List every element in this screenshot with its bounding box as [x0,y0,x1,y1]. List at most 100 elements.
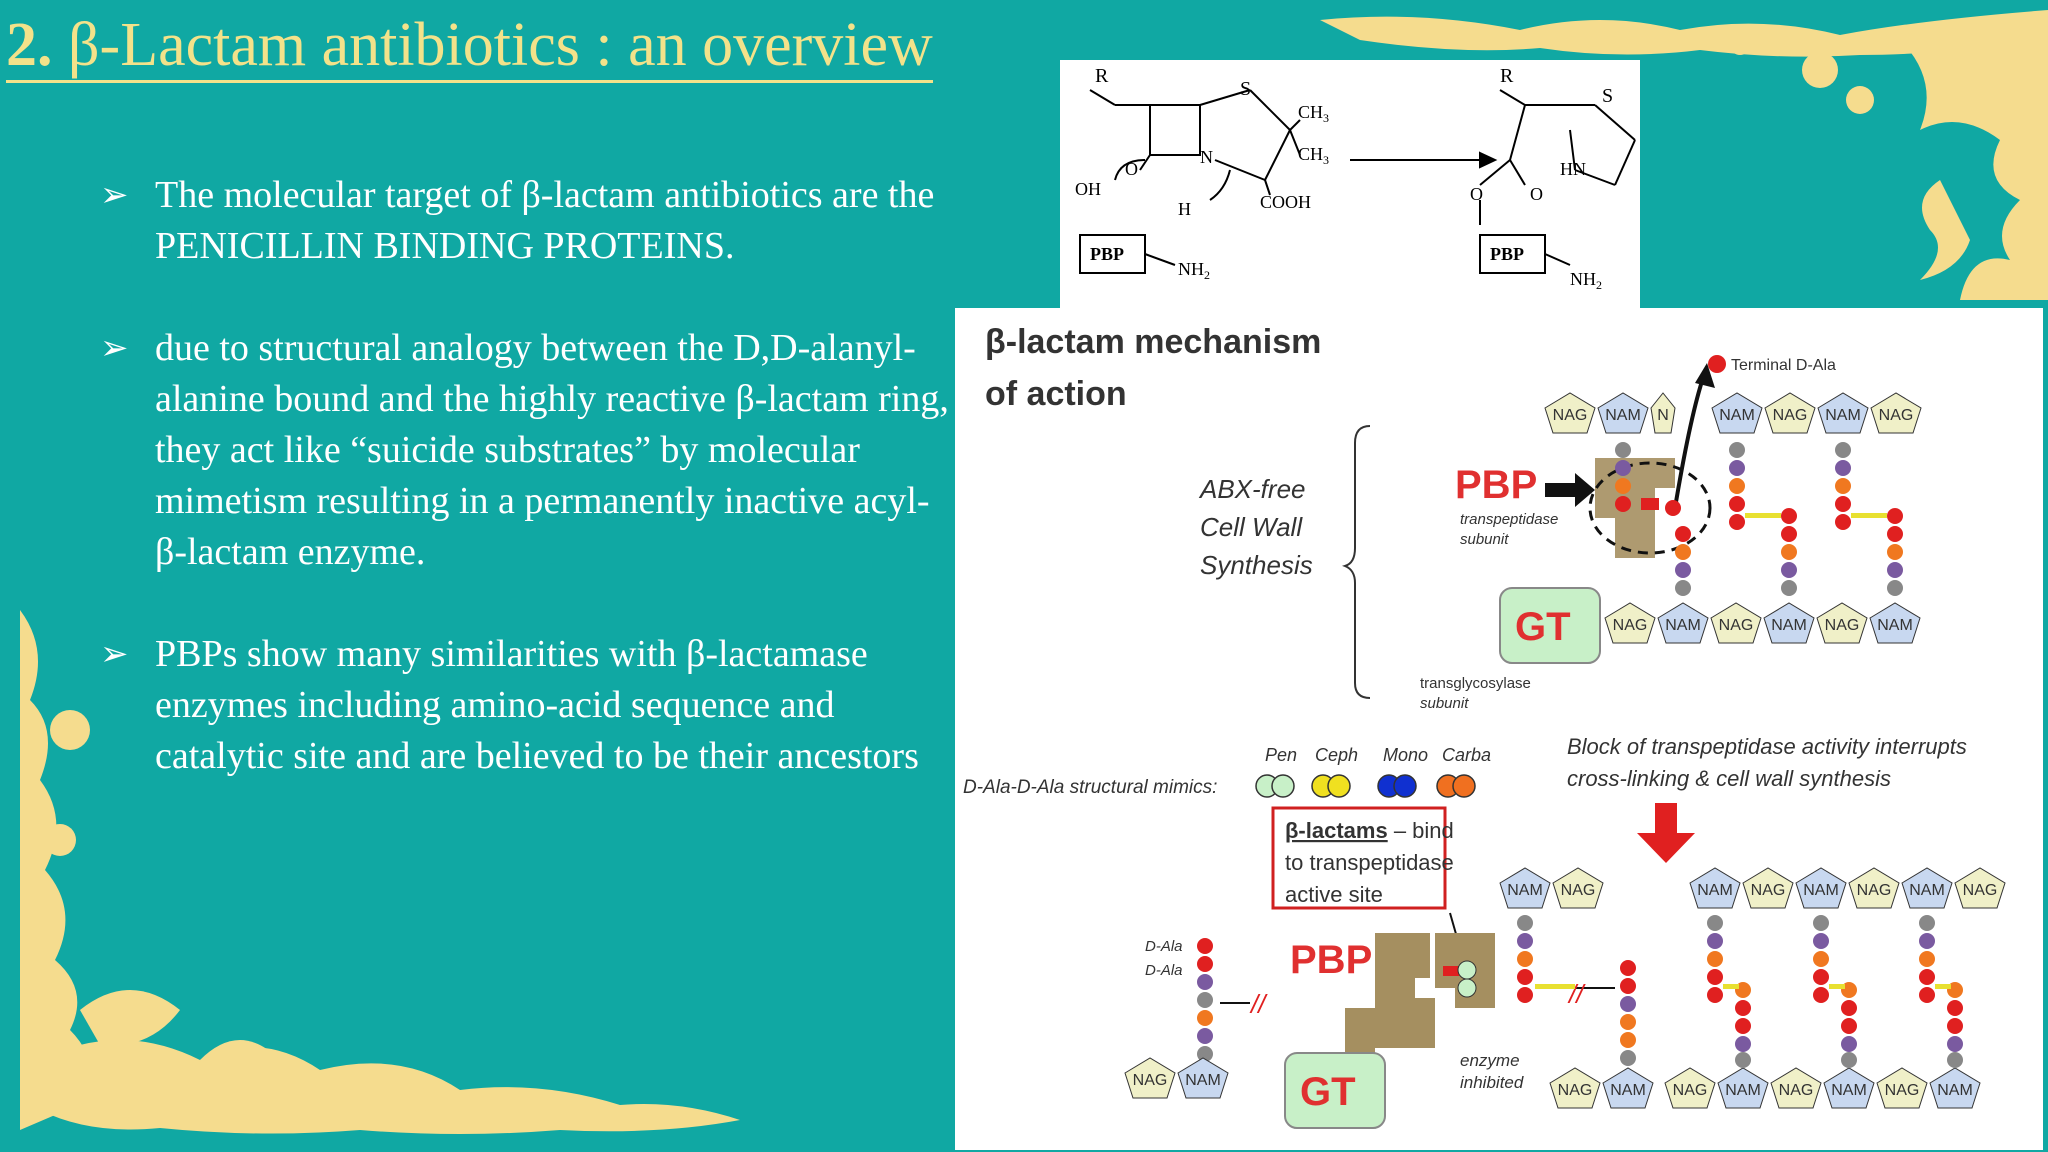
bullet-item: ➢ PBPs show many similarities with β-lac… [100,629,960,782]
transglycosylase-label-1: transglycosylase [1420,675,1531,692]
arrow-bullet-icon: ➢ [100,636,129,673]
nag-label: NAG [1885,1082,1920,1099]
nag-label: NAG [1558,1082,1593,1099]
nam-sugar [1597,392,1649,434]
reaction-nh2-label: NH2 [1178,259,1210,282]
nam-sugar [1602,1067,1654,1109]
nag-sugar [1816,602,1868,644]
nag-label: NAG [1879,407,1914,424]
bullet-text: PBPs show many similarities with β-lacta… [155,633,919,777]
down-arrow-icon [1637,803,1695,863]
block-text-line1: Block of transpeptidase activity interru… [1567,734,1967,759]
blactams-box [1271,806,1447,910]
nam-sugar [1499,867,1551,909]
nam-label: NAM [1507,882,1543,899]
nam-sugar [1657,602,1709,644]
active-site-highlight [1588,461,1712,555]
nag-sugar [1954,867,2006,909]
pbp-label-top: PBP [1455,463,1537,507]
reaction-background [1060,60,1640,310]
dala-label-2: D-Ala [1145,962,1183,979]
arrow-bullet-icon: ➢ [100,177,129,214]
bound-mimic [1443,966,1459,976]
abx-label-line3: Synthesis [1200,550,1313,580]
pbp-enzyme-inhibited [1345,933,1435,1088]
mimic-name-ceph: Ceph [1315,745,1358,765]
bullet-text: The molecular target of β-lactam antibio… [155,174,935,267]
bound-mimic [1457,978,1477,998]
bullet-item: ➢ The molecular target of β-lactam antib… [100,170,960,272]
mechanism-figure: β-lactam mechanism of action ABX-free Ce… [955,308,2043,1150]
reaction-h-label: H [1178,199,1191,219]
nam-label: NAM [1803,882,1839,899]
peptide-stem-free [1197,938,1213,1062]
nam-label: NAM [1605,407,1641,424]
nam-label: NAM [1877,617,1913,634]
nam-label: NAM [1771,617,1807,634]
nag-label: NAG [1857,882,1892,899]
curved-arrow-icon [1673,377,1705,509]
nag-sugar [1848,867,1900,909]
transpeptidase-label-1: transpeptidase [1460,511,1558,528]
gt-box [1499,587,1601,664]
reaction-s-label: S [1602,85,1613,107]
nam-label: NAM [1831,1082,1867,1099]
reaction-o-label: O [1125,159,1138,179]
nag-label: NAG [1779,1082,1814,1099]
ornament-bottom-left [20,610,740,1134]
reaction-pbp-label: PBP [1490,244,1524,264]
nam-sugar [1177,1057,1229,1099]
blocked-mark-icon: // [1249,989,1268,1019]
nam-sugar [1717,1067,1769,1109]
peptide-stems-bottom [1517,915,1963,1068]
sugar-chain-top-upper: NAG NAM N NAM NAG NAM NAG [1544,392,1922,434]
arrow-bullet-icon: ➢ [100,330,129,367]
nam-label: NAM [1825,407,1861,424]
dala-label-1: D-Ala [1145,938,1183,955]
nam-sugar [1869,602,1921,644]
nag-sugar [1552,867,1604,909]
enzyme-label-1: enzyme [1460,1051,1520,1070]
nam-label: NAM [1697,882,1733,899]
nam-label: NAM [1909,882,1945,899]
abx-label-line2: Cell Wall [1200,512,1303,542]
gt-box-bottom [1284,1052,1386,1129]
nam-sugar [1795,867,1847,909]
bound-mimic [1457,960,1477,980]
nam-sugar [1901,867,1953,909]
pbp-enzyme-shape [1595,458,1675,558]
reaction-hn-label: HN [1560,159,1586,179]
mimic-swatches [1255,774,1476,798]
ornament-top-right [1320,10,2048,300]
nag-sugar [1870,392,1922,434]
mimic-swatch-ceph [1327,774,1351,798]
nag-label: NAG [1553,407,1588,424]
nam-label: NAM [1937,1082,1973,1099]
figure-heading-line2: of action [985,375,1127,413]
nag-sugar [1742,867,1794,909]
mimic-name-pen: Pen [1265,745,1297,765]
terminal-dala-dot [1708,355,1726,373]
nag-sugar [1650,392,1676,434]
pbp-label-bottom: PBP [1290,938,1372,982]
reaction-scheme: R S CH3 CH3 N O OH COOH H PBP NH2 R S HN… [1060,60,1640,310]
reaction-o-label: O [1470,184,1483,204]
nag-label: NAG [1613,617,1648,634]
nam-label: NAM [1610,1082,1646,1099]
reaction-cooh-label: COOH [1260,192,1311,212]
nag-label: NAG [1963,882,1998,899]
nag-label: NAG [1751,882,1786,899]
nam-sugar [1711,392,1763,434]
reaction-r-label: R [1500,65,1514,87]
nam-label: NAM [1185,1072,1221,1089]
blocked-mark-icon: // [1567,979,1586,1009]
nag-sugar [1124,1057,1176,1099]
nam-label: NAM [1719,407,1755,424]
nam-sugar [1689,867,1741,909]
bullet-item: ➢ due to structural analogy between the … [100,323,960,578]
nag-label: NAG [1133,1072,1168,1089]
nag-label: NAG [1773,407,1808,424]
block-text-line2: cross-linking & cell wall synthesis [1567,766,1891,791]
nam-sugar [1823,1067,1875,1109]
